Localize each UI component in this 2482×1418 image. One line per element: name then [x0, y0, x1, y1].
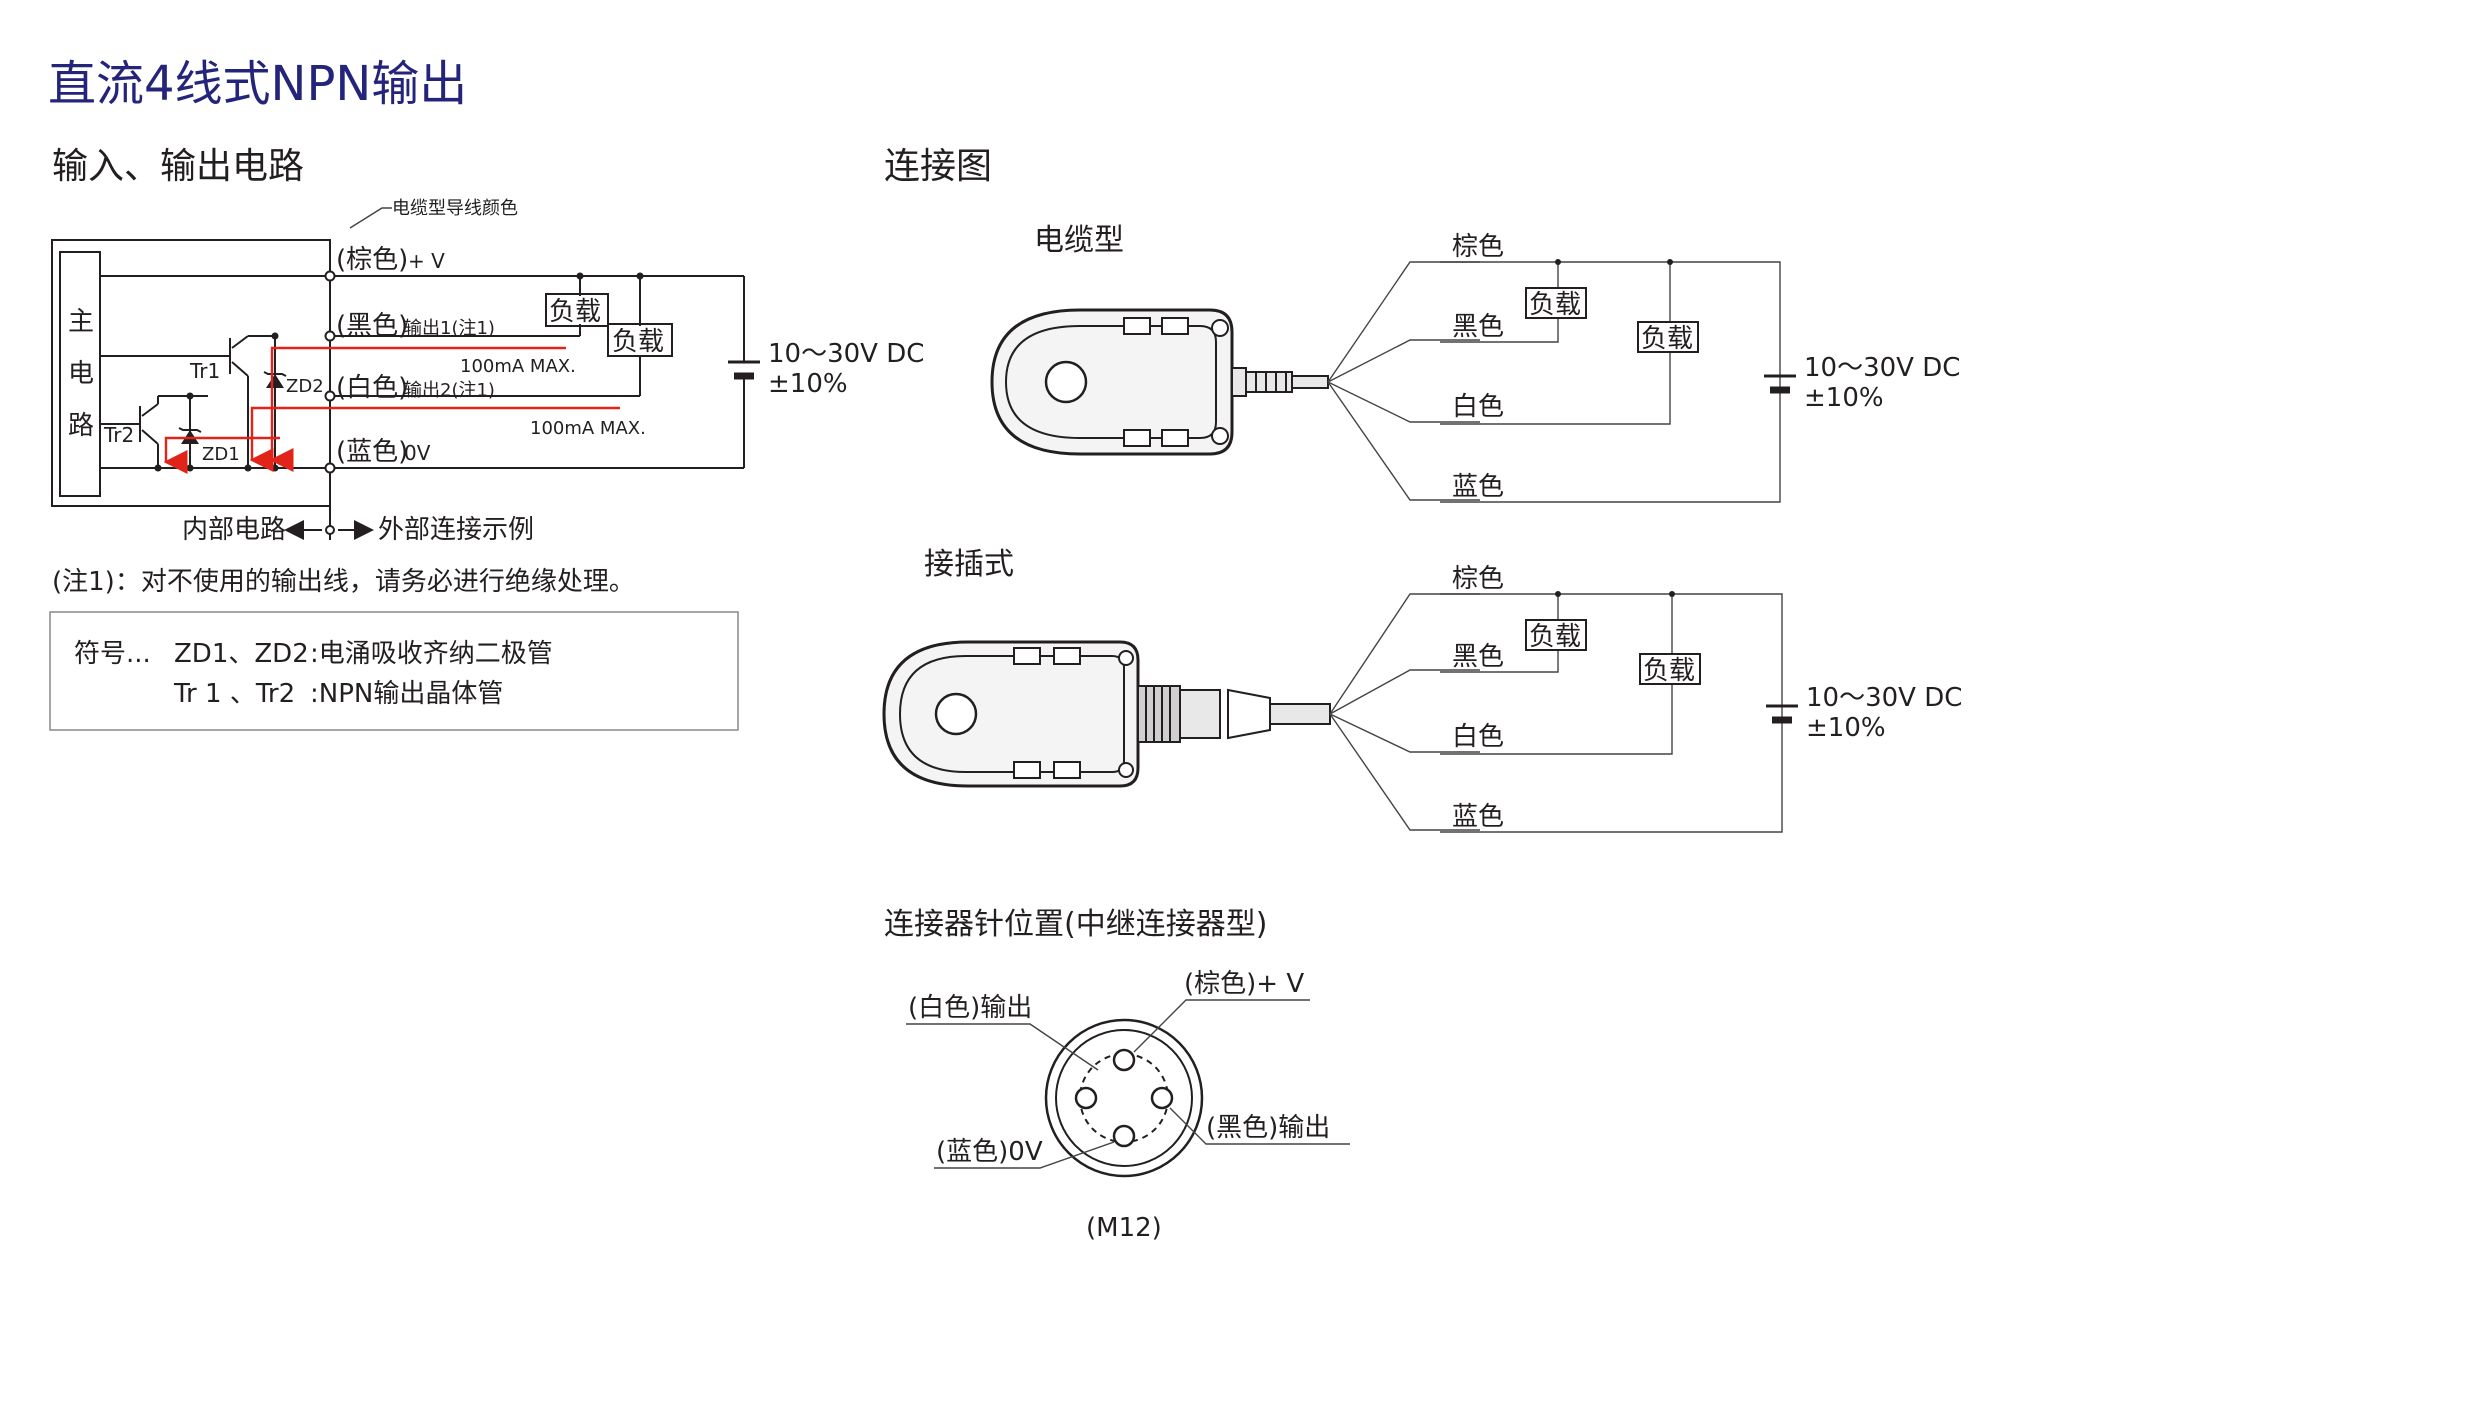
load-label-1: 负载: [549, 297, 601, 327]
cable-load-label-2: 负载: [1641, 324, 1693, 354]
main-circuit-char-2: 电: [68, 359, 94, 389]
zener-zd1: [178, 396, 202, 468]
pin-1: [1112, 1048, 1136, 1072]
cable-color-note: 电缆型导线颜色: [392, 198, 518, 219]
legend-zd-desc: :电涌吸收齐纳二极管: [310, 639, 553, 669]
label-zero-v: 0V: [404, 441, 431, 465]
terminal-black: [324, 330, 336, 342]
label-black: (黑色): [336, 311, 408, 341]
legend-symbol: 符号...: [74, 639, 151, 669]
plug-type-label: 接插式: [924, 547, 1014, 582]
load-box-2: [607, 323, 673, 357]
zd1-label: ZD1: [202, 444, 240, 465]
io-circuit-diagram: 输入、输出电路 电缆型导线颜色 主 电 路 (棕色) + V (黑色) 输出1(…: [51, 146, 924, 597]
main-circuit-char-3: 路: [68, 411, 94, 441]
cable-wire-black: 黑色: [1452, 312, 1504, 342]
pin-brown-plus-v: (棕色)+ V: [1184, 969, 1304, 999]
pin-blue-0v: (蓝色)0V: [936, 1137, 1043, 1167]
plug-wire-white: 白色: [1452, 722, 1504, 752]
max-current-2: 100mA MAX.: [530, 418, 646, 439]
pin-4: [1074, 1086, 1098, 1110]
connector-pinout: 连接器针位置(中继连接器型) (白色)输出 (棕色)+ V (蓝色)0V (黑色…: [884, 907, 1350, 1243]
pin-3: [1112, 1124, 1136, 1148]
plug-wire-blue: 蓝色: [1452, 802, 1504, 832]
page-title: 直流4线式NPN输出: [48, 56, 467, 112]
supply-tolerance: ±10%: [768, 369, 848, 399]
plug-load-label-1: 负载: [1529, 622, 1581, 652]
cable-supply-voltage: 10～30V DC: [1804, 353, 1960, 383]
cable-supply-tolerance: ±10%: [1804, 383, 1884, 413]
plug-load-label-2: 负载: [1643, 656, 1695, 686]
cable-type-wiring: [1327, 259, 1796, 503]
legend-tr-names: Tr 1 、Tr2: [173, 679, 295, 709]
symbol-legend: 符号... ZD1、ZD2 :电涌吸收齐纳二极管 Tr 1 、Tr2 :NPN输…: [49, 611, 739, 731]
cable-load-label-1: 负载: [1529, 290, 1581, 320]
label-white: (白色): [336, 373, 408, 403]
plug-supply-voltage: 10～30V DC: [1806, 683, 1962, 713]
supply-voltage: 10～30V DC: [768, 339, 924, 369]
plug-supply-tolerance: ±10%: [1806, 713, 1886, 743]
terminal-brown: [324, 270, 336, 282]
label-blue: (蓝色): [336, 437, 408, 467]
main-circuit-block: [59, 251, 101, 497]
label-output1: 输出1(注1): [404, 318, 495, 339]
load-box-1: [545, 293, 609, 327]
zener-zd2: [263, 336, 287, 468]
connector-model: (M12): [1086, 1213, 1162, 1243]
pin-2: [1150, 1086, 1174, 1110]
current-path-output2: [163, 436, 280, 474]
cable-wire-blue: 蓝色: [1452, 472, 1504, 502]
internal-circuit-box: [51, 239, 331, 507]
tr1-label: Tr1: [189, 359, 220, 383]
current-path-output1-return: [249, 406, 620, 472]
terminal-white: [324, 390, 336, 402]
note-leader: [349, 207, 392, 229]
external-label: 外部连接示例: [378, 515, 534, 545]
circuit-heading: 输入、输出电路: [52, 146, 304, 187]
terminal-blue: [324, 462, 336, 474]
cable-load-box-2: [1637, 321, 1699, 353]
legend-tr-desc: :NPN输出晶体管: [310, 679, 503, 709]
pin-white-output: (白色)输出: [908, 993, 1032, 1023]
transistor-tr1: [229, 335, 275, 468]
transistor-tr2: [139, 395, 208, 468]
zd2-label: ZD2: [286, 376, 324, 397]
plug-wire-black: 黑色: [1452, 642, 1504, 672]
note-1: (注1)：对不使用的输出线，请务必进行绝缘处理。: [52, 567, 635, 597]
pinout-heading: 连接器针位置(中继连接器型): [884, 907, 1267, 942]
current-path-output1: [269, 346, 566, 472]
connection-heading: 连接图: [884, 146, 992, 187]
internal-label: 内部电路: [182, 515, 286, 545]
connector-face: [1044, 1018, 1204, 1178]
tr2-label: Tr2: [103, 423, 134, 447]
cable-wire-brown: 棕色: [1452, 232, 1504, 262]
cable-load-box-1: [1525, 287, 1587, 319]
cable-type-label: 电缆型: [1034, 223, 1124, 258]
connection-diagram: 连接图 电缆型: [882, 146, 1962, 833]
label-plus-v: + V: [408, 249, 445, 273]
label-output2: 输出2(注1): [404, 380, 495, 401]
label-brown: (棕色): [336, 245, 408, 275]
plug-load-box-1: [1525, 619, 1587, 651]
plug-type-wiring: [1329, 591, 1798, 833]
main-circuit-char-1: 主: [68, 307, 94, 337]
plug-type-sensor: [882, 640, 1331, 788]
legend-zd-names: ZD1、ZD2: [174, 639, 309, 669]
load-label-2: 负载: [612, 327, 664, 357]
cable-wire-white: 白色: [1452, 392, 1504, 422]
max-current-1: 100mA MAX.: [460, 356, 576, 377]
pin-black-output: (黑色)输出: [1206, 1113, 1330, 1143]
plug-load-box-2: [1639, 653, 1701, 685]
cable-type-sensor: [990, 308, 1329, 456]
plug-wire-brown: 棕色: [1452, 564, 1504, 594]
